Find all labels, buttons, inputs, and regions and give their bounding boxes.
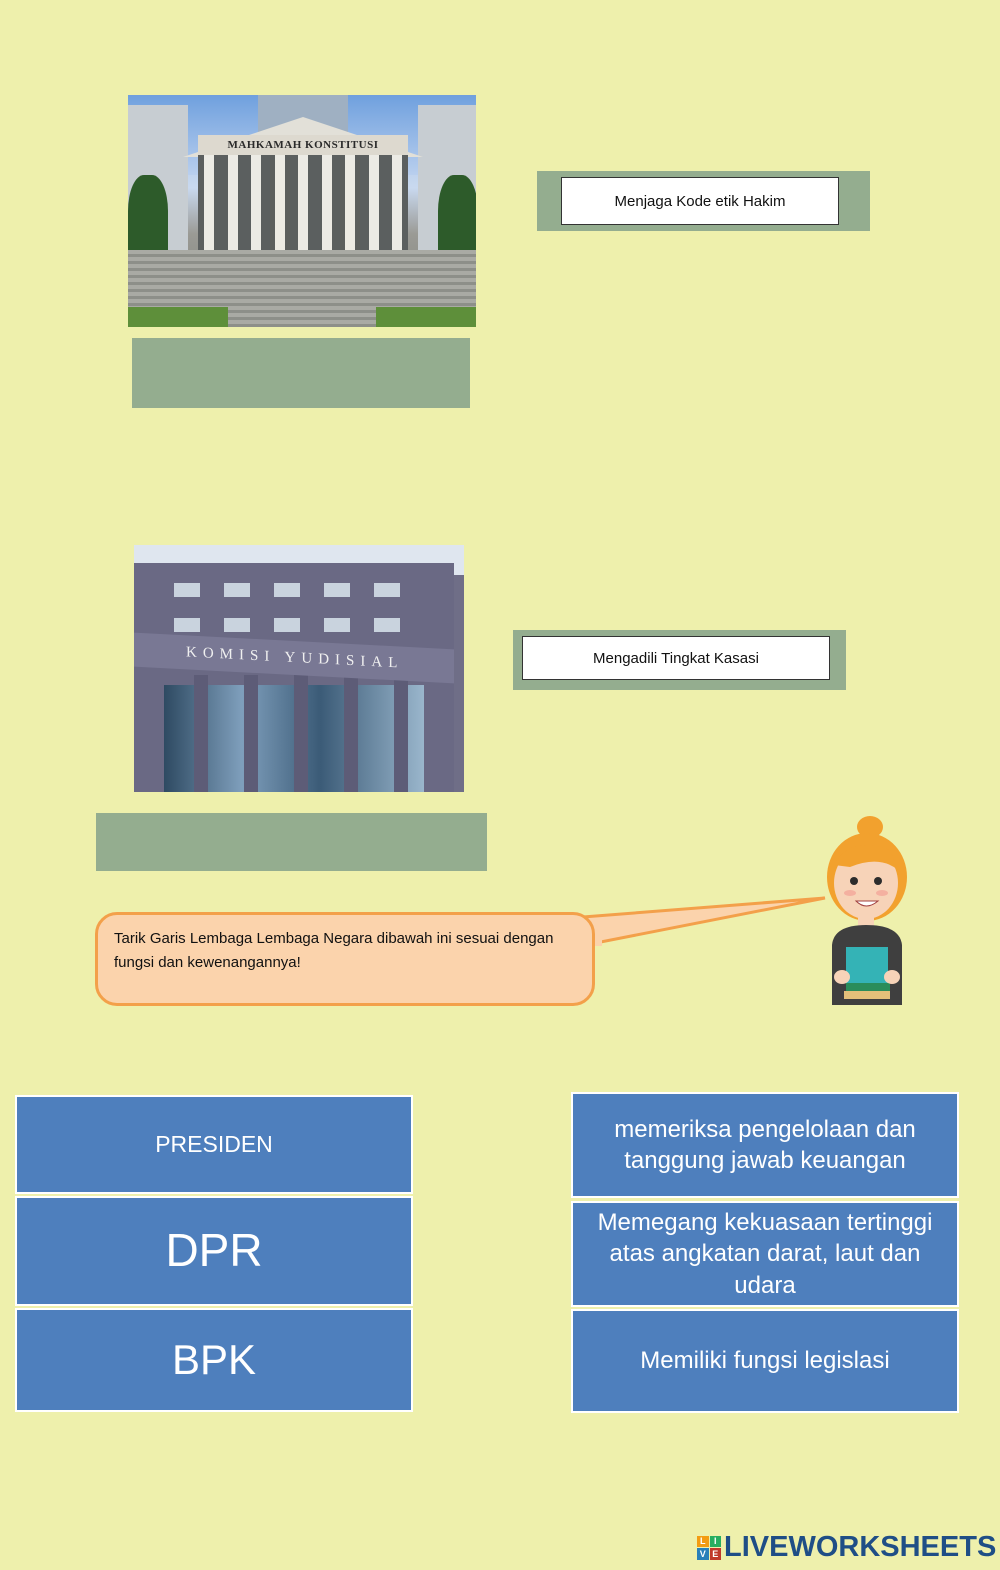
mahkamah-konstitusi-photo: MAHKAMAH KONSTITUSI — [128, 95, 476, 327]
institution-tile-dpr[interactable]: DPR — [15, 1196, 413, 1306]
function-label-2: Mengadili Tingkat Kasasi — [522, 636, 830, 680]
function-card-1[interactable]: Menjaga Kode etik Hakim — [537, 171, 870, 231]
brand-name: LIVEWORKSHEETS — [724, 1531, 997, 1563]
building-sign: MAHKAMAH KONSTITUSI — [198, 135, 408, 155]
function-tile-legislasi[interactable]: Memiliki fungsi legislasi — [571, 1309, 959, 1413]
institution-label: PRESIDEN — [155, 1130, 273, 1157]
function-text: memeriksa pengelolaan dan tanggung jawab… — [614, 1115, 916, 1174]
function-tile-keuangan[interactable]: memeriksa pengelolaan dan tanggung jawab… — [571, 1092, 959, 1198]
institution-label: DPR — [165, 1224, 263, 1277]
institution-label: BPK — [171, 1335, 257, 1383]
answer-drop-box-2[interactable] — [96, 813, 487, 871]
institution-tile-bpk[interactable]: BPK — [15, 1308, 413, 1412]
logo-letter: L — [697, 1535, 709, 1547]
function-tile-angkatan[interactable]: Memegang kekuasaan tertinggi atas angkat… — [571, 1201, 959, 1307]
liveworksheets-logo: L I V E LIVEWORKSHEETS — [697, 1531, 996, 1564]
teacher-illustration — [827, 816, 907, 1005]
logo-letter: E — [709, 1548, 721, 1560]
instruction-text: Tarik Garis Lembaga Lembaga Negara dibaw… — [114, 930, 554, 971]
function-text: Memegang kekuasaan tertinggi atas angkat… — [597, 1209, 933, 1299]
logo-grid-icon: L I V E — [697, 1535, 721, 1560]
instruction-bubble: Tarik Garis Lembaga Lembaga Negara dibaw… — [95, 912, 595, 1006]
answer-drop-box-1[interactable] — [132, 338, 470, 408]
speech-bubble-tail — [570, 896, 826, 950]
institution-tile-presiden[interactable]: PRESIDEN — [15, 1095, 413, 1194]
logo-letter: V — [697, 1548, 709, 1560]
function-label-1: Menjaga Kode etik Hakim — [561, 177, 839, 225]
logo-letter: I — [709, 1535, 721, 1547]
komisi-yudisial-photo: KOMISI YUDISIAL — [134, 545, 464, 792]
function-card-2[interactable]: Mengadili Tingkat Kasasi — [513, 630, 846, 690]
function-text: Memiliki fungsi legislasi — [640, 1347, 890, 1375]
